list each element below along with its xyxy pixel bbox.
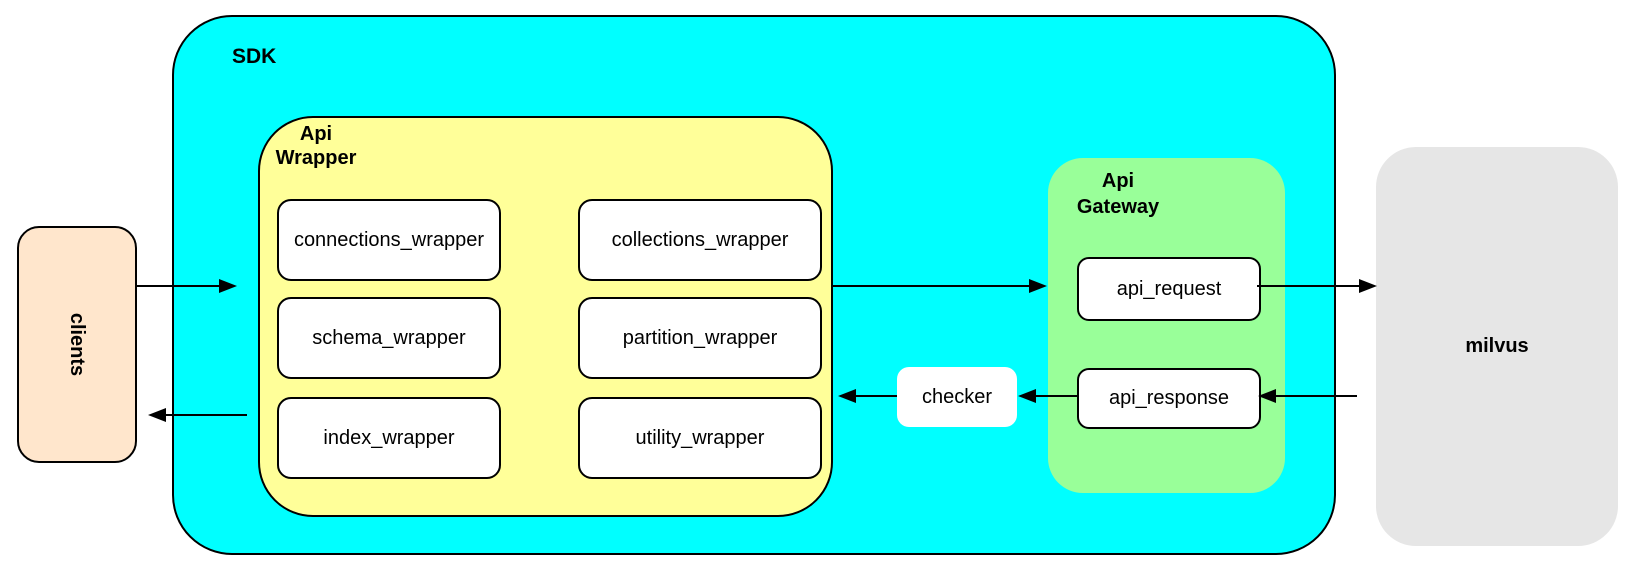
- node-connections-wrapper: connections_wrapper: [277, 199, 501, 281]
- node-partition-wrapper: partition_wrapper: [578, 297, 822, 379]
- node-index-wrapper: index_wrapper: [277, 397, 501, 479]
- api-gateway-label: Api Gateway: [1048, 168, 1188, 220]
- api-wrapper-label-line2: Wrapper: [275, 147, 357, 169]
- api-gateway-group: Api Gateway api_request api_response: [1048, 158, 1285, 493]
- milvus-label: milvus: [1465, 335, 1529, 357]
- sdk-label: SDK: [232, 45, 277, 68]
- node-collections-wrapper: collections_wrapper: [578, 199, 822, 281]
- clients-label: clients: [66, 312, 89, 377]
- node-clients: clients: [17, 226, 137, 463]
- node-milvus: milvus: [1376, 147, 1618, 546]
- node-schema-wrapper: schema_wrapper: [277, 297, 501, 379]
- api-wrapper-label-line1: Api: [299, 123, 333, 145]
- node-utility-wrapper: utility_wrapper: [578, 397, 822, 479]
- api-wrapper-label: Api Wrapper: [260, 122, 372, 170]
- api-gateway-label-line1: Api: [1101, 170, 1135, 192]
- node-checker: checker: [897, 367, 1017, 427]
- api-gateway-label-line2: Gateway: [1076, 196, 1160, 218]
- node-api-request: api_request: [1077, 257, 1261, 321]
- api-wrapper-group: Api Wrapper connections_wrapper collecti…: [258, 116, 833, 517]
- node-api-response: api_response: [1077, 368, 1261, 429]
